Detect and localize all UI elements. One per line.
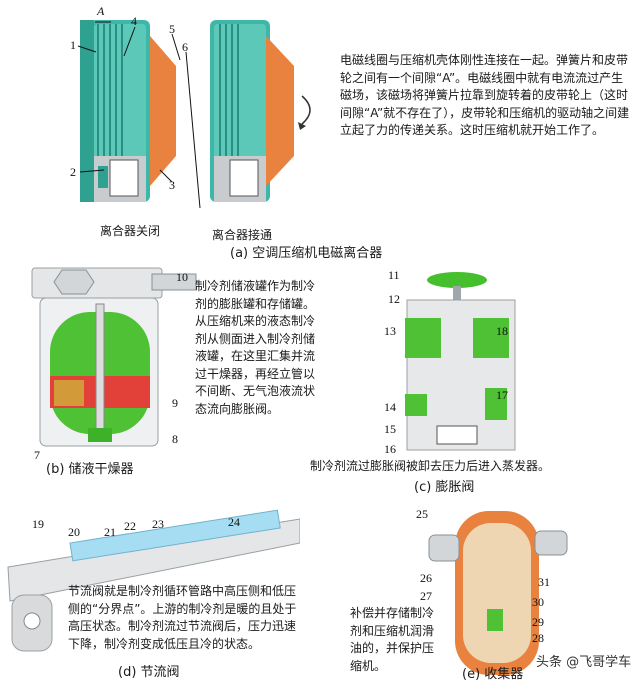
expansion-valve-illustration xyxy=(405,272,516,451)
callout-6: 6 xyxy=(182,40,188,54)
callout-15: 15 xyxy=(384,422,396,436)
panel-c-caption: (c) 膨胀阀 xyxy=(414,480,475,495)
callout-1: 1 xyxy=(70,38,76,52)
callout-5: 5 xyxy=(169,22,175,36)
callout-27: 27 xyxy=(420,589,432,603)
caption-clutch-closed: 离合器关闭 xyxy=(100,224,161,238)
callout-16: 16 xyxy=(384,442,396,456)
callout-14: 14 xyxy=(384,400,396,414)
callout-8: 8 xyxy=(172,432,178,446)
watermark: 头条 @飞哥学车 xyxy=(536,655,632,670)
callout-24: 24 xyxy=(228,515,240,529)
callout-12: 12 xyxy=(388,292,400,306)
callout-3: 3 xyxy=(169,178,175,192)
panel-b-description: 制冷剂储液罐作为制冷剂的膨胀罐和存储罐。从压缩机来的液态制冷剂从侧面进入制冷剂储… xyxy=(195,279,316,416)
panel-e-caption: (e) 收集器 xyxy=(462,667,524,682)
clutch-engaged-illustration xyxy=(210,20,311,202)
panel-b-caption: (b) 储液干燥器 xyxy=(46,462,134,477)
callout-10: 10 xyxy=(176,270,188,284)
callout-19: 19 xyxy=(32,517,44,531)
accumulator-illustration xyxy=(428,511,568,675)
callout-2: 2 xyxy=(70,165,76,179)
callout-25: 25 xyxy=(416,507,428,521)
panel-e-description: 补偿并存储制冷剂和压缩机润滑油的，并保护压缩机。 xyxy=(350,606,435,673)
panel-c-note: 制冷剂流过膨胀阀被卸去压力后进入蒸发器。 xyxy=(310,459,551,473)
callout-21: 21 xyxy=(104,525,116,539)
callout-29: 29 xyxy=(532,615,544,629)
panel-e: 25 26 27 31 30 29 28 补偿并存储制冷剂和压缩机润滑油的，并保… xyxy=(330,495,640,683)
callout-28: 28 xyxy=(532,631,544,645)
callout-22: 22 xyxy=(124,519,136,533)
panel-a-callouts: A xyxy=(77,4,201,209)
callout-9: 9 xyxy=(172,396,178,410)
callout-30: 30 xyxy=(532,595,544,609)
panel-a-caption: (a) 空调压缩机电磁离合器 xyxy=(230,246,383,261)
callout-26: 26 xyxy=(420,571,432,585)
caption-clutch-engaged: 离合器接通 xyxy=(212,228,273,242)
callout-11: 11 xyxy=(388,268,400,282)
panel-d-description: 节流阀就是制冷剂循环管路中高压侧和低压侧的“分界点”。上游的制冷剂是暖的且处于高… xyxy=(68,584,297,651)
callout-13: 13 xyxy=(384,324,396,338)
panel-b: 10 9 8 7 (b) 储液干燥器 制冷剂储液罐作为制冷剂的膨胀罐和存储罐。从… xyxy=(0,262,370,482)
panel-a-description: 电磁线圈与压缩机壳体刚性连接在一起。弹簧片和皮带轮之间有一个间隙“A”。电磁线圈… xyxy=(340,53,630,137)
panel-d-caption: (d) 节流阀 xyxy=(118,665,180,680)
callout-23: 23 xyxy=(152,517,164,531)
callout-7: 7 xyxy=(34,448,40,462)
clutch-closed-illustration xyxy=(80,20,176,202)
panel-c: 11 12 13 18 14 17 15 16 制冷剂流过膨胀阀被卸去压力后进入… xyxy=(310,262,640,497)
callout-20: 20 xyxy=(68,525,80,539)
callout-17: 17 xyxy=(496,388,508,402)
callout-4: 4 xyxy=(131,14,137,28)
panel-d: 19 20 21 22 23 24 节流阀就是制冷剂循环管路中高压侧和低压侧的“… xyxy=(0,505,330,683)
gap-A-label: A xyxy=(96,4,105,18)
callout-31: 31 xyxy=(538,575,550,589)
orifice-valve-illustration xyxy=(7,509,300,652)
panel-a: A 1 4 5 6 2 3 离合器关闭 离合器接通 (a) 空调压缩机电磁离合器… xyxy=(0,0,640,262)
callout-18: 18 xyxy=(496,324,508,338)
receiver-drier-illustration xyxy=(31,267,197,447)
